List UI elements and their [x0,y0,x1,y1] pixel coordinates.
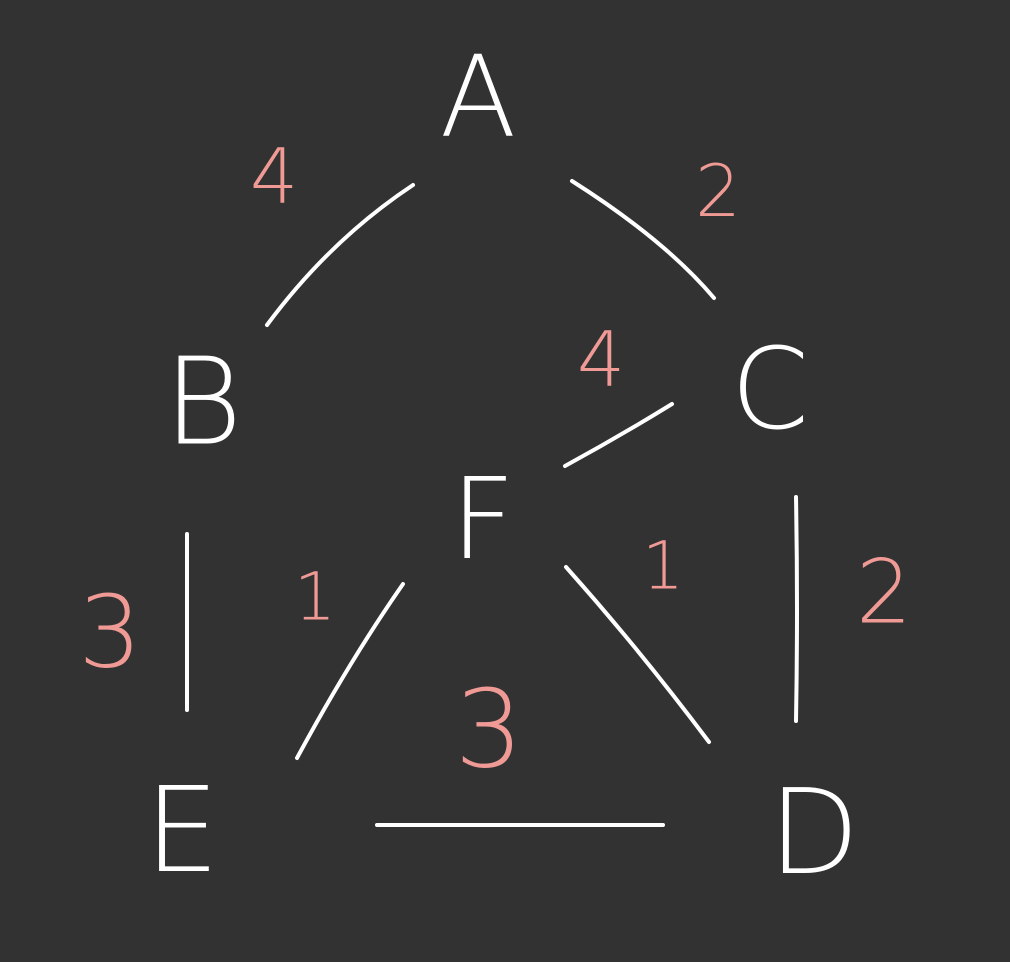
edge-a-b [265,183,415,327]
node-f: F [451,455,515,585]
edge-weight-f-e: 1 [294,559,336,636]
node-c: C [731,325,809,455]
edge-weight-c-d: 2 [856,541,912,644]
edge-weight-e-d: 3 [455,668,524,793]
node-b: B [164,334,243,473]
edge-f-d [564,565,711,744]
edges [185,179,799,827]
node-a: A [440,33,517,163]
edge-weight-a-b: 4 [250,132,298,221]
nodes: A B C F E D [145,33,860,901]
edge-weight-f-d: 1 [642,528,684,605]
edge-c-d [794,495,799,723]
edge-a-c [570,179,716,300]
edge-weight-a-c: 2 [695,149,741,233]
node-d: D [769,763,860,901]
edge-weight-b-e: 3 [78,574,142,691]
edge-weight-c-f: 4 [577,315,625,404]
node-e: E [145,761,220,899]
edge-f-e [295,582,405,760]
edge-c-f [563,402,674,468]
